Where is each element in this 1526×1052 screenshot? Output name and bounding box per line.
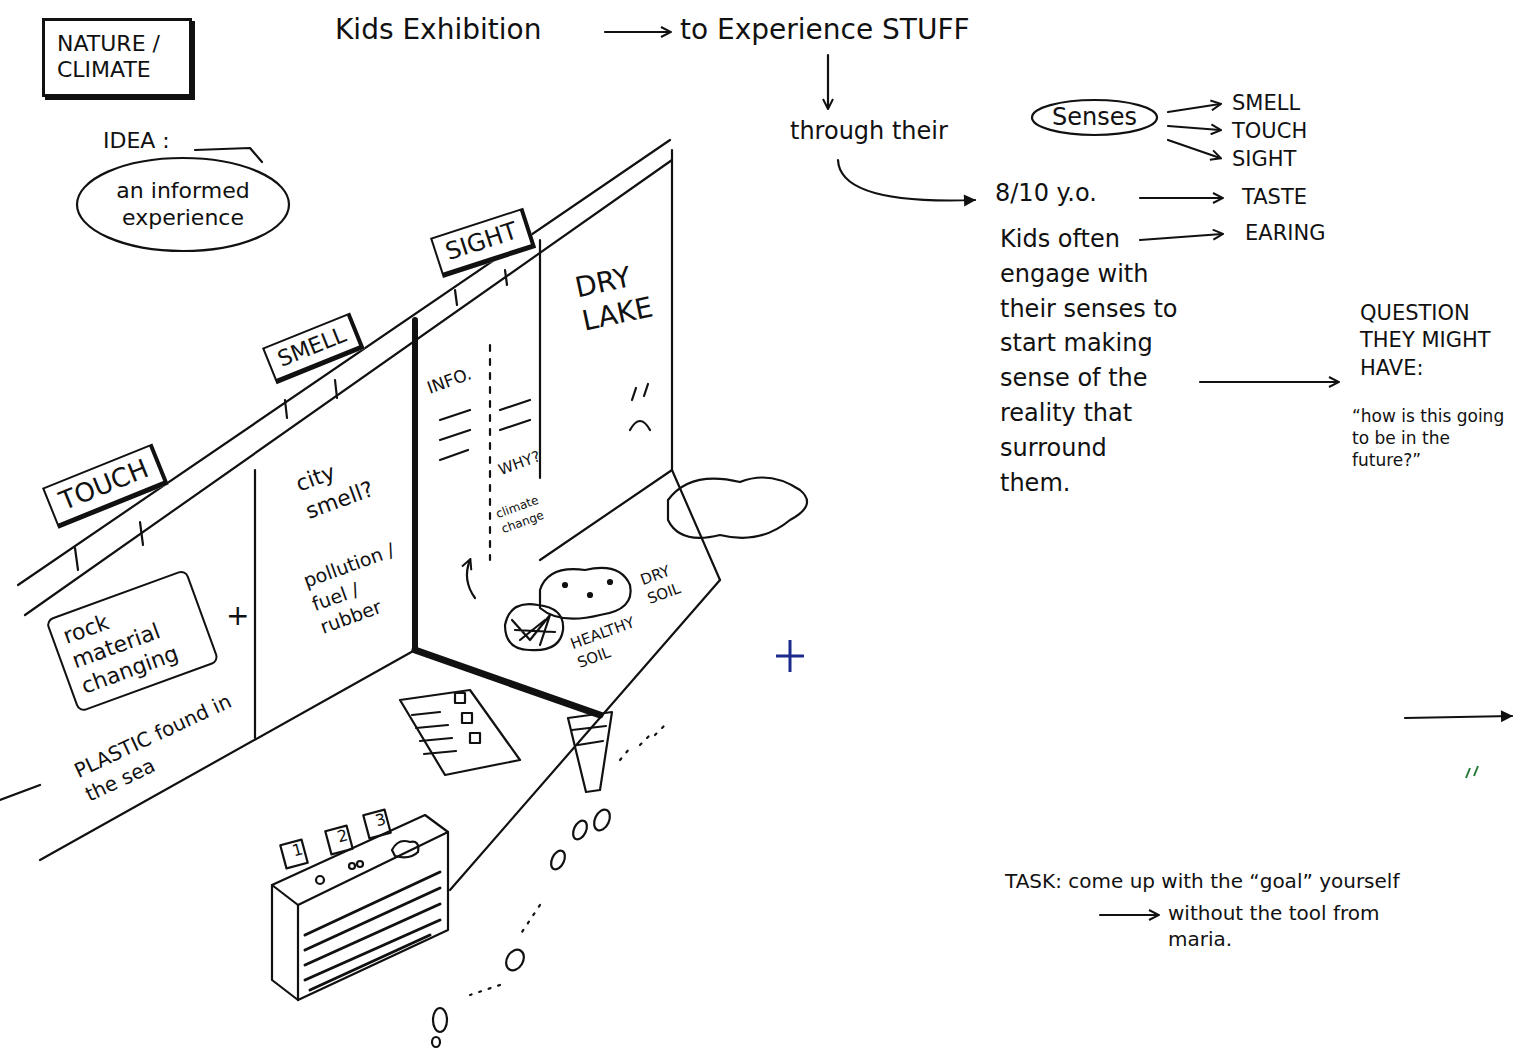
note-text: DRY LAKE (572, 252, 679, 337)
note-text: without the tool from maria. (1168, 900, 1408, 952)
note-text: through their (790, 116, 948, 147)
note-text: TASK: come up with the “goal” yourself (1005, 868, 1399, 894)
note-text: TASTE (1242, 184, 1307, 211)
smell-sign: SMELL (262, 312, 365, 384)
note-text: SIGHT (1232, 146, 1296, 173)
note-text: Kids often engage with their senses to s… (1000, 222, 1178, 500)
node-text: SIGHT (442, 217, 521, 267)
idea-bubble: IDEA : an informed experience (75, 128, 291, 253)
note-text: EARING (1245, 220, 1325, 247)
note-text: DRY SOIL (638, 551, 708, 608)
note-text: QUESTION THEY MIGHT HAVE: (1360, 300, 1520, 382)
note-text: Kids Exhibition (335, 12, 541, 48)
node-text: NATURE / CLIMATE (57, 31, 177, 84)
node-text: IDEA : (75, 128, 291, 154)
note-text: 8/10 y.o. (995, 178, 1097, 209)
node-text: rock material changing (60, 582, 205, 699)
note-text: TOUCH (1232, 118, 1307, 145)
note-text: SMELL (1232, 90, 1300, 117)
note-text: INFO. (424, 362, 474, 398)
note-text: + (226, 598, 249, 634)
note-text: city smell? (292, 434, 415, 525)
senses-oval: Senses (1030, 98, 1159, 137)
note-text: PLASTIC found in the sea (70, 684, 255, 807)
idea-ellipse-body: an informed experience (75, 156, 291, 253)
note-text: to Experience STUFF (680, 12, 970, 48)
node-text: Senses (1052, 103, 1137, 132)
note-text: climate change (494, 487, 563, 538)
node-text: TOUCH (55, 453, 153, 517)
topic-box: NATURE / CLIMATE (42, 18, 192, 97)
note-text: pollution / fuel / rubber (300, 532, 429, 639)
rock-box: rock material changing (45, 569, 220, 713)
note-text: WHY? (496, 447, 543, 480)
touch-sign: TOUCH (42, 443, 169, 529)
note-text: “how is this going to be in the future?” (1352, 405, 1520, 471)
node-body-text: an informed experience (103, 178, 263, 231)
